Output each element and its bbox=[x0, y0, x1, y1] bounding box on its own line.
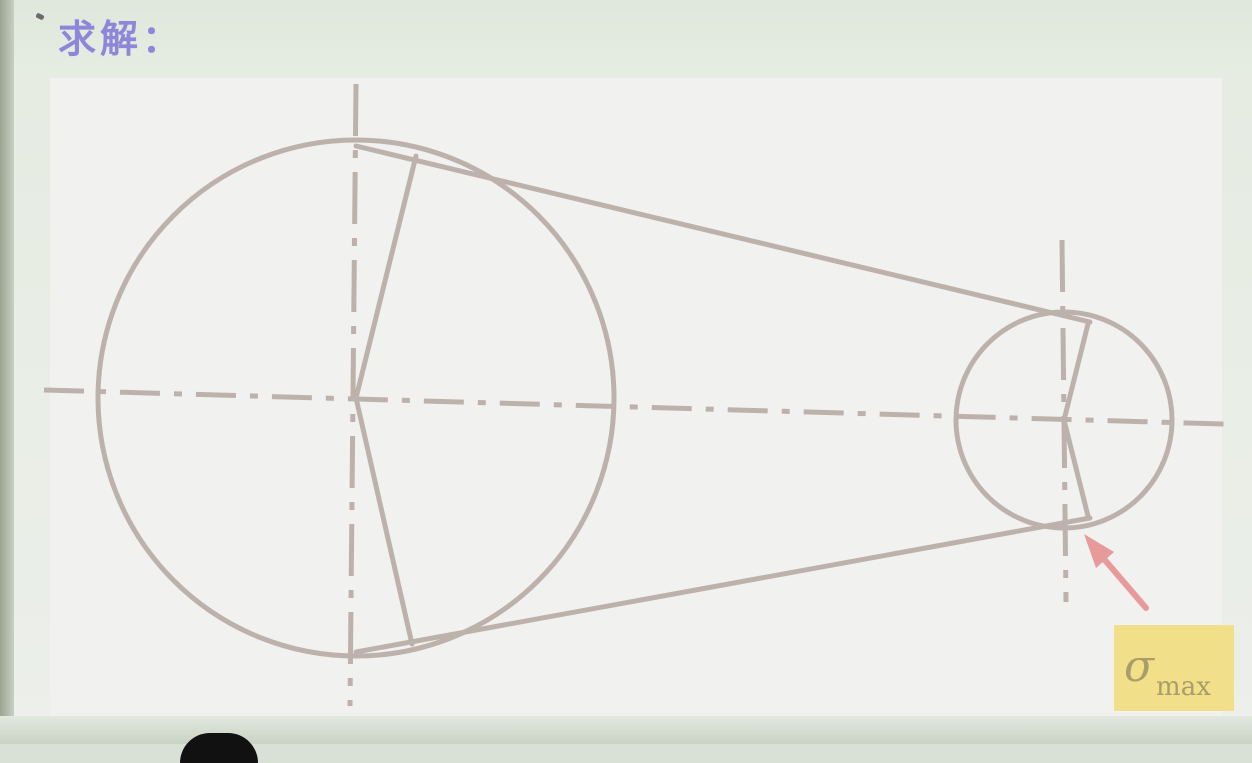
large-radius-top bbox=[353, 153, 419, 401]
large-pulley-circle bbox=[95, 137, 617, 659]
small-radius-bottom bbox=[1061, 417, 1091, 519]
max-subscript: max bbox=[1156, 672, 1211, 702]
diagram-panel bbox=[50, 78, 1222, 716]
slide-left-edge bbox=[0, 0, 14, 744]
sigma-symbol: σ bbox=[1124, 641, 1155, 692]
belt-pulley-diagram bbox=[43, 83, 1225, 707]
belt-top-line bbox=[353, 143, 1093, 325]
max-stress-label: σmax bbox=[1114, 625, 1234, 711]
horizontal-center-line bbox=[43, 387, 1225, 427]
small-radius-top bbox=[1061, 321, 1091, 423]
arrow-icon bbox=[1084, 534, 1149, 611]
large-radius-bottom bbox=[353, 395, 415, 647]
large-vertical-center-line bbox=[347, 83, 359, 707]
slide-title: 求解： bbox=[58, 17, 185, 61]
slide-bottom-edge bbox=[0, 716, 1252, 744]
small-vertical-center-line bbox=[1059, 239, 1069, 603]
belt-bottom-line bbox=[353, 515, 1093, 655]
